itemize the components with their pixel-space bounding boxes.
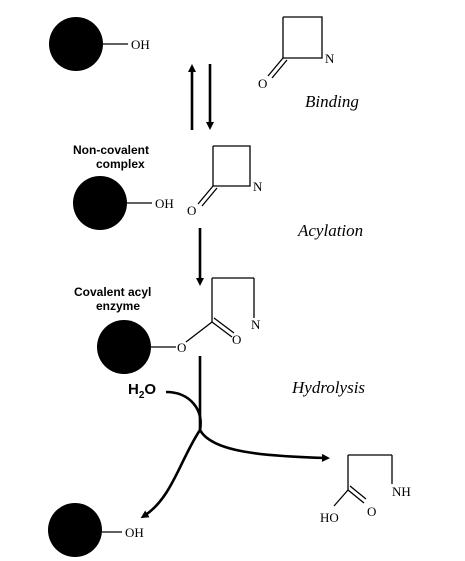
carbonyl-oxygen-label: O [258, 76, 267, 91]
ester-oxygen-label: O [177, 340, 186, 355]
state-noncovalent-line1: Non-covalent [73, 143, 149, 157]
enzyme-ball-acyl [97, 320, 151, 374]
state-acyl-line1: Covalent acyl [74, 285, 151, 299]
acyl-intermediate: O N [185, 277, 261, 347]
carbonyl-oxygen-label: O [367, 504, 376, 519]
hydroxyl-label: HO [320, 510, 339, 525]
hydroxyl-label: OH [125, 525, 144, 540]
step-hydrolysis: Hydrolysis [291, 378, 365, 397]
enzyme-ball-complex [73, 176, 127, 230]
nitrogen-label: N [325, 51, 335, 66]
nitrogen-label: N [253, 179, 263, 194]
state-acyl-line2: enzyme [96, 299, 140, 313]
state-noncovalent-line2: complex [96, 157, 145, 171]
beta-lactam-bound: O N [187, 145, 263, 218]
equilibrium-arrows [188, 64, 214, 130]
hydrolysed-product: HO O NH [320, 454, 411, 525]
step-acylation: Acylation [297, 221, 363, 240]
beta-lactam-free: O N [258, 16, 335, 91]
amine-label: NH [392, 484, 411, 499]
carbonyl-oxygen-label: O [232, 332, 241, 347]
carbonyl-oxygen-label: O [187, 203, 196, 218]
hydroxyl-label: OH [131, 37, 150, 52]
step-binding: Binding [305, 92, 359, 111]
enzyme-ball-free [49, 17, 103, 71]
hydroxyl-label: OH [155, 196, 174, 211]
enzyme-ball-regenerated [48, 503, 102, 557]
water-label: H2O [128, 381, 156, 401]
nitrogen-label: N [251, 317, 261, 332]
hydrolysis-arrows [140, 356, 330, 519]
